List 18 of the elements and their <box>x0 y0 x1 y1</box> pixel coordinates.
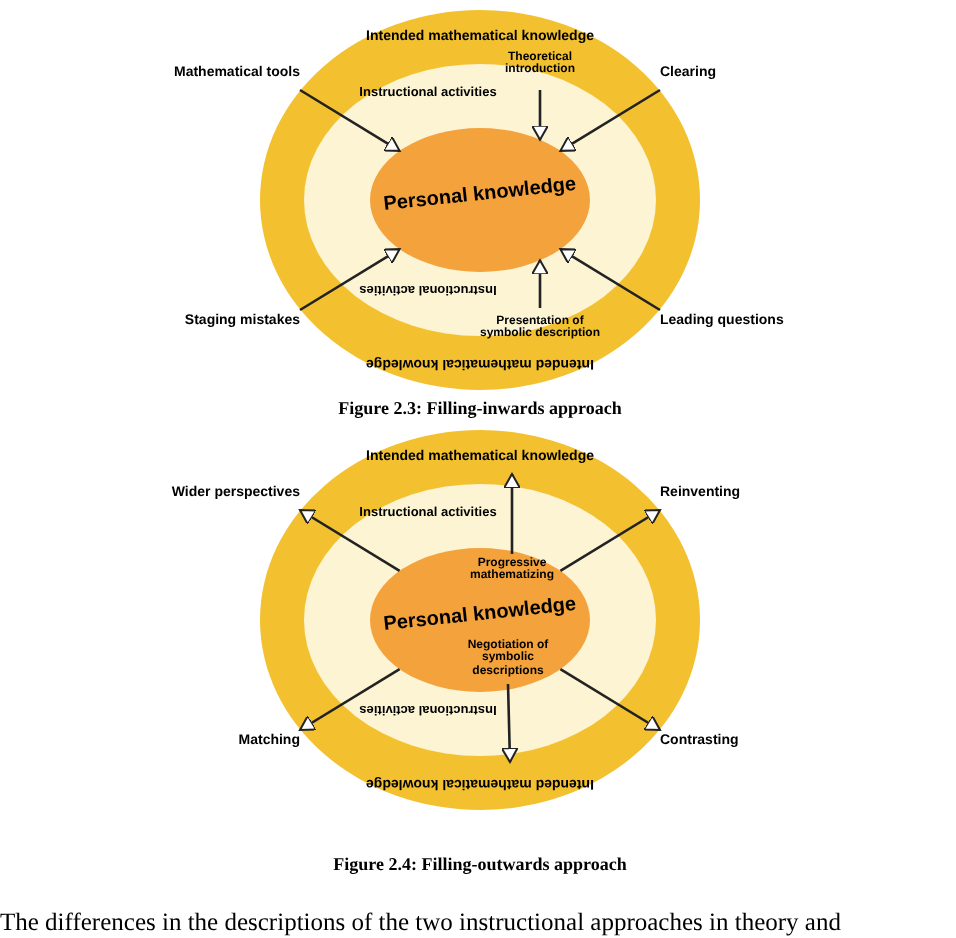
arrow <box>531 259 549 308</box>
body-text: The differences in the descriptions of the two instructional approaches in theory and <box>0 906 841 938</box>
figure-caption: Figure 2.3: Filling-inwards approach <box>336 396 624 422</box>
arrow <box>559 88 661 152</box>
figure-caption: Figure 2.4: Filling-outwards approach <box>331 852 629 878</box>
arrow <box>503 473 521 554</box>
arrow <box>559 248 661 312</box>
arrow <box>299 508 401 572</box>
core-ellipse <box>370 128 590 272</box>
core-text: Personal knowledge <box>380 594 580 638</box>
arrow <box>299 668 401 732</box>
arrow <box>559 508 661 572</box>
core-text: Personal knowledge <box>380 174 580 218</box>
arrow <box>299 88 401 152</box>
arrow <box>531 90 549 141</box>
arrow <box>559 668 661 732</box>
arrow <box>299 248 401 312</box>
arrow <box>500 683 519 763</box>
